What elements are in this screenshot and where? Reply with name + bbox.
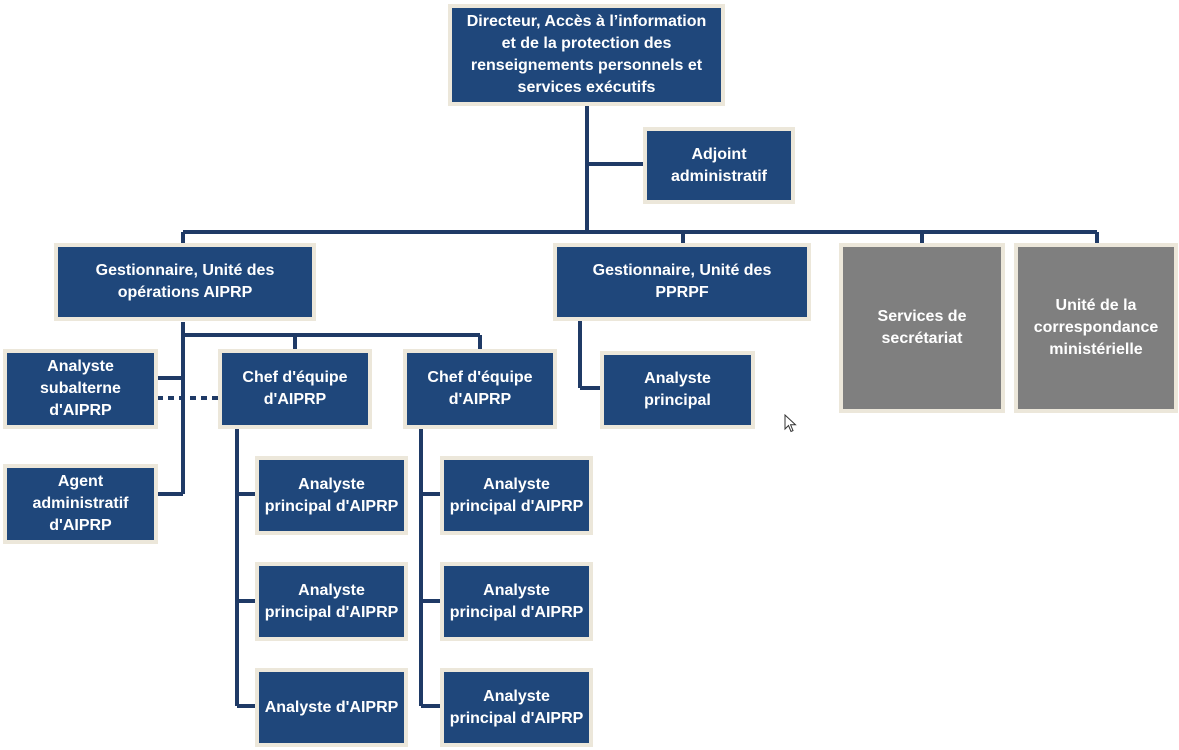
- pprpf-manager-box: Gestionnaire, Unité des PPRPF: [553, 243, 811, 321]
- ministerial-correspondence-box: Unité de la correspondance ministérielle: [1014, 243, 1178, 413]
- team2-member-2-box: Analyste principal d'AIPRP: [440, 562, 593, 641]
- admin-officer-box: Agent administratif d'AIPRP: [3, 464, 158, 544]
- team-lead-1-box: Chef d'équipe d'AIPRP: [218, 349, 372, 429]
- team2-member-1-box: Analyste principal d'AIPRP: [440, 456, 593, 535]
- secretariat-box: Services de secrétariat: [839, 243, 1005, 413]
- team1-member-3-box: Analyste d'AIPRP: [255, 668, 408, 747]
- team1-member-2-box: Analyste principal d'AIPRP: [255, 562, 408, 641]
- junior-analyst-box: Analyste subalterne d'AIPRP: [3, 349, 158, 429]
- pprpf-senior-analyst-box: Analyste principal: [600, 351, 755, 429]
- director-box: Directeur, Accès à l’information et de l…: [448, 4, 725, 106]
- mouse-pointer-icon: [784, 414, 797, 433]
- admin-assistant-box: Adjoint administratif: [643, 127, 795, 204]
- team-lead-2-box: Chef d'équipe d'AIPRP: [403, 349, 557, 429]
- atip-operations-manager-box: Gestionnaire, Unité des opérations AIPRP: [54, 243, 316, 321]
- team1-member-1-box: Analyste principal d'AIPRP: [255, 456, 408, 535]
- team2-member-3-box: Analyste principal d'AIPRP: [440, 668, 593, 747]
